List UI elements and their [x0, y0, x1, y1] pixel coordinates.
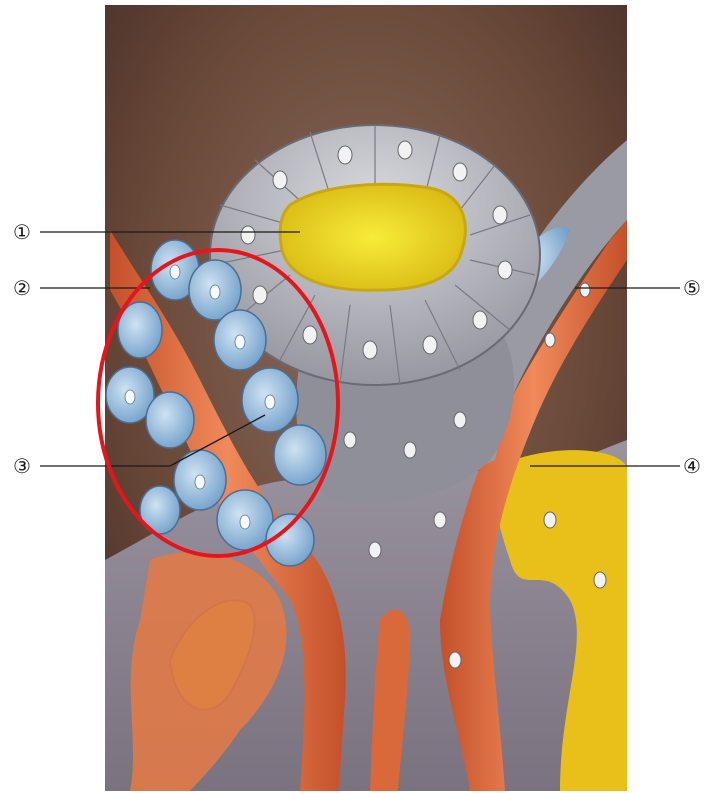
callout-label-1: ① [13, 220, 31, 244]
callout-label-5: ⑤ [683, 276, 701, 300]
callout-label-3: ③ [13, 454, 31, 478]
callout-label-2: ② [13, 276, 31, 300]
callout-label-4: ④ [683, 454, 701, 478]
illustration-panel [105, 5, 627, 791]
gland-lumen [280, 184, 465, 290]
